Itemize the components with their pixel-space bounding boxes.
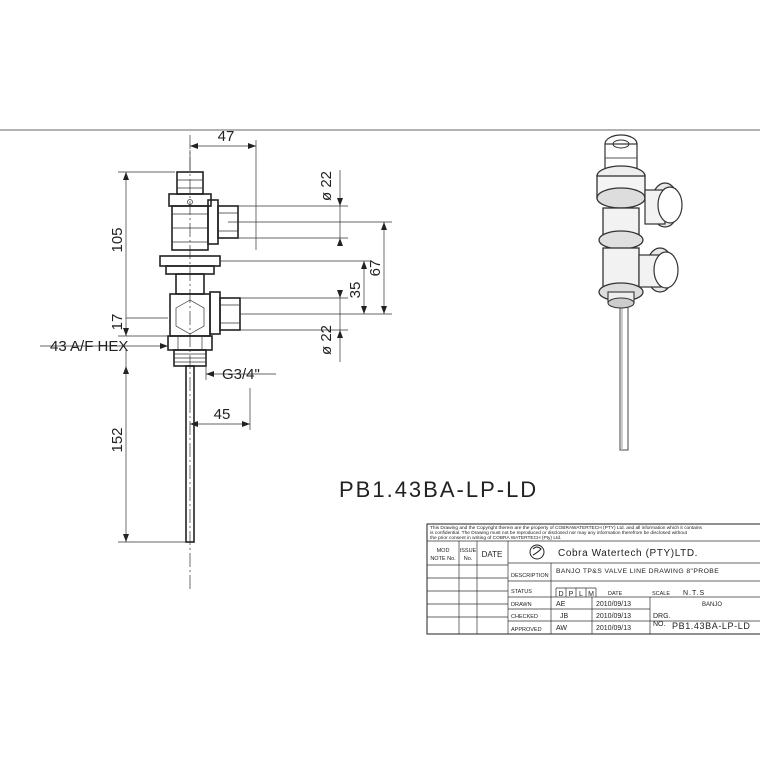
- lower-outlet: [219, 297, 241, 331]
- approved-date: 2010/09/13: [596, 625, 631, 632]
- disclaimer-line-1: This Drawing and the Copyright therein a…: [430, 525, 703, 531]
- dim-dia-top: ø 22: [318, 171, 335, 201]
- approved-label: APPROVED: [511, 627, 542, 633]
- company-name: Cobra Watertech (PTY)LTD.: [558, 548, 698, 559]
- company-logo: [529, 544, 545, 560]
- dim-mid-right: 35: [347, 282, 364, 299]
- date-column-header: DATE: [482, 550, 503, 559]
- issue-header-2: No.: [464, 556, 473, 562]
- status-label: STATUS: [511, 589, 532, 595]
- dim-width-top: 47: [218, 128, 235, 145]
- date-label: DATE: [608, 591, 623, 597]
- dimensions: 47 105 17 152 43 A/F HEX ø 22: [40, 128, 392, 543]
- disclaimer-line-3: the prior consent in writing of COBRA WA…: [430, 535, 561, 541]
- status-letter-l: L: [579, 591, 583, 598]
- drawn-label: DRAWN: [511, 602, 532, 608]
- dim-total-right: 67: [367, 260, 384, 277]
- dim-hex: 43 A/F HEX: [50, 338, 128, 355]
- scale-value: N.T.S: [683, 590, 705, 597]
- title-block: This Drawing and the Copyright therein a…: [426, 523, 760, 635]
- dim-height-upper: 105: [109, 227, 126, 252]
- dim-small-left: 17: [109, 314, 126, 331]
- probe: [185, 365, 195, 543]
- number-label: NO.: [653, 621, 666, 628]
- status-letter-d: D: [558, 591, 563, 598]
- mod-note-header-1: MOD: [437, 548, 450, 554]
- checked-by: JB: [560, 613, 569, 620]
- valve-elevation: [159, 135, 241, 590]
- scale-label: SCALE: [652, 591, 670, 597]
- banjo-label: BANJO: [702, 602, 722, 608]
- drawn-date: 2010/09/13: [596, 601, 631, 608]
- disclaimer-line-2: is confidential. The Drawing must not be…: [430, 530, 688, 536]
- drawn-by: AE: [556, 601, 566, 608]
- approved-by: AW: [556, 625, 567, 632]
- status-letter-p: P: [569, 591, 574, 598]
- status-letter-m: M: [588, 591, 594, 598]
- mod-note-header-2: NOTE No.: [430, 556, 456, 562]
- description-label: DESCRIPTION: [511, 573, 549, 579]
- part-number: PB1.43BA-LP-LD: [339, 477, 538, 502]
- issue-header-1: ISSUE: [460, 548, 477, 554]
- checked-label: CHECKED: [511, 614, 538, 620]
- dim-dia-bottom: ø 22: [318, 325, 335, 355]
- dim-thread: G3/4": [222, 366, 260, 383]
- description-text: BANJO TP&S VALVE LINE DRAWING 8"PROBE: [556, 568, 719, 575]
- drawing-number: PB1.43BA-LP-LD: [672, 621, 750, 631]
- drawing-label: DRG.: [653, 613, 671, 620]
- dim-probe-offset: 45: [214, 406, 231, 423]
- valve-isometric-view: [596, 134, 683, 451]
- checked-date: 2010/09/13: [596, 613, 631, 620]
- dim-probe-length: 152: [109, 427, 126, 452]
